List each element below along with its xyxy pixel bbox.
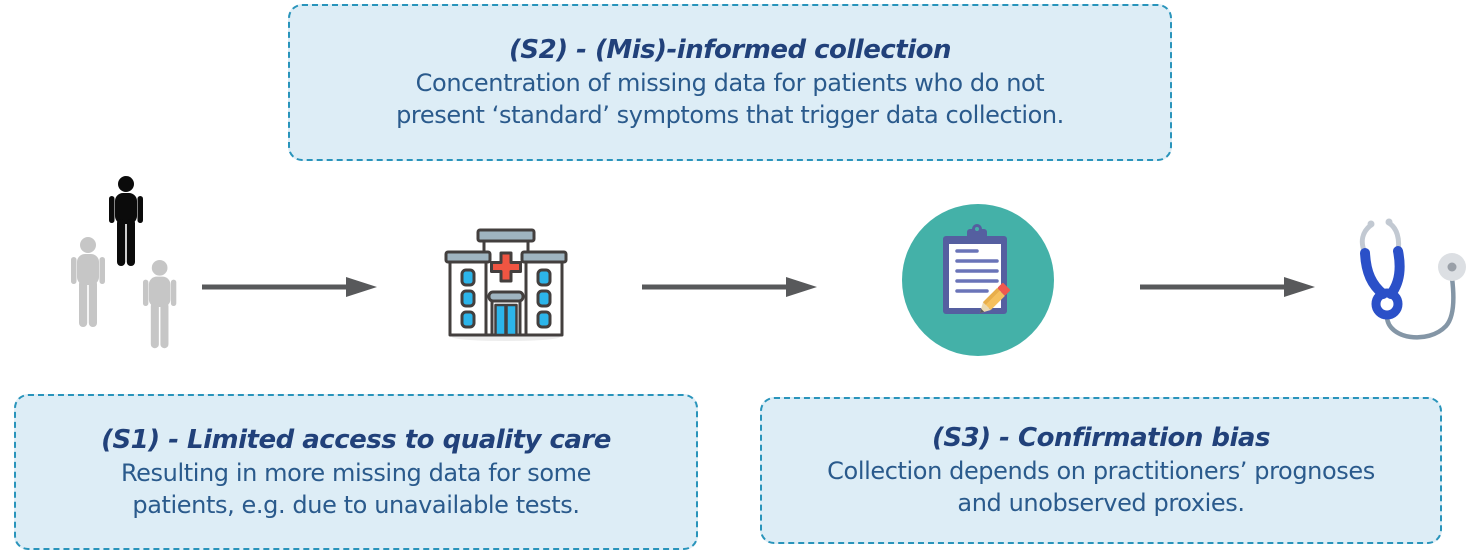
pencil-icon xyxy=(979,283,1010,314)
patients-group-icon xyxy=(71,176,177,349)
callout-s3-body: Collection depends on practitioners’ pro… xyxy=(827,457,1375,518)
arrow-right-icon xyxy=(202,277,377,297)
callout-s2-body: Concentration of missing data for patien… xyxy=(396,69,1064,130)
person-highlight-icon xyxy=(109,176,143,266)
clipboard-pencil-icon xyxy=(902,204,1054,356)
red-cross-icon xyxy=(490,251,522,283)
arrow-right-icon xyxy=(642,277,817,297)
callout-s2-title: (S2) - (Mis)-informed collection xyxy=(509,35,951,66)
stethoscope-icon xyxy=(1359,218,1466,340)
callout-s1-title: (S1) - Limited access to quality care xyxy=(101,424,611,455)
person-muted-icon xyxy=(71,237,105,327)
callout-s2: (S2) - (Mis)-informed collection Concent… xyxy=(288,4,1172,161)
callout-s1: (S1) - Limited access to quality care Re… xyxy=(14,394,698,550)
arrow-right-icon xyxy=(1140,277,1315,297)
person-muted-icon xyxy=(142,260,177,349)
callout-s3-title: (S3) - Confirmation bias xyxy=(932,423,1270,454)
hospital-icon xyxy=(444,228,568,341)
callout-s1-body: Resulting in more missing data for some … xyxy=(120,458,592,519)
callout-s3: (S3) - Confirmation bias Collection depe… xyxy=(760,397,1442,544)
